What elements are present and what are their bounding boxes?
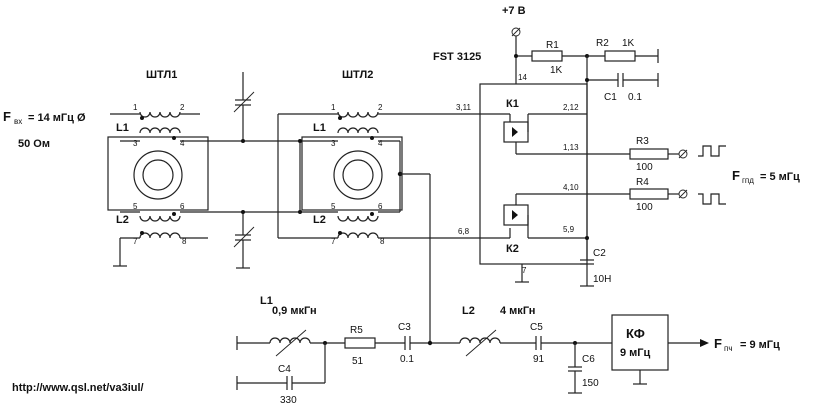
fin-main: F [3,109,11,124]
shtl2-pin-8: 8 [380,237,385,246]
fgpd-main: F [732,168,740,183]
r4-value: 100 [636,202,653,213]
r3-label: R3 [636,136,649,147]
r3-resistor [629,148,669,160]
transformer-shtl1: ШТЛ1 1 2 3 4 5 6 7 8 L1 L2 [107,69,300,267]
c5-label: C5 [530,322,543,333]
l1-bottom-label: L1 [260,295,273,307]
c3-value: 0.1 [400,354,414,365]
fout-sub: пч [724,344,733,353]
switch-k1-label: К1 [506,98,519,110]
r5-resistor [344,337,376,349]
r1-label: R1 [546,40,559,51]
shtl2-pin-4: 4 [378,139,383,148]
kf-label: КФ [626,326,645,341]
fin-sub: вх [14,117,22,126]
shtl1-label: ШТЛ1 [146,69,177,81]
fgpd-sub: гпд [742,176,754,185]
shtl2-toroid-inner [342,159,374,191]
l2-bottom-value: 4 мкГн [500,305,535,317]
lo-drive: R3 100 R4 100 F гпд = 5 мГц [587,136,800,213]
r5-value: 51 [352,356,364,367]
rf-input: F вх = 14 мГц Ø 50 Ом [3,109,86,150]
square-wave-1 [698,145,726,157]
chip-pin-14: 14 [518,73,527,82]
shtl2-core-frame [301,136,403,211]
c4-label: C4 [278,364,291,375]
c6-label: C6 [582,354,595,365]
square-wave-2 [698,193,726,205]
r2-value: 1K [622,38,635,49]
shtl2-l1-label: L1 [313,122,326,134]
c3-label: C3 [398,322,411,333]
supply-label: +7 В [502,5,526,17]
fst3125-chip: FST 3125 К1 К2 14 7 3,11 6,8 2,12 1,13 4… [433,51,588,283]
shtl2-pin-3: 3 [331,139,336,148]
shtl1-pin-6: 6 [180,202,185,211]
if-chain: L1 0,9 мкГн R5 51 C3 0.1 C4 330 L2 4 мкГ… [236,295,780,406]
c6-value: 150 [582,378,599,389]
r4-label: R4 [636,177,649,188]
chip-name: FST 3125 [433,51,481,63]
l1-bottom-coil [269,337,311,344]
shtl1-toroid-inner [142,159,174,191]
shtl2-l2-label: L2 [313,214,326,226]
chip-pin-3-11: 3,11 [456,103,472,112]
chip-pin-7: 7 [522,266,527,275]
transformer-shtl2: ШТЛ2 1 2 3 4 5 6 7 8 L1 L [241,69,480,343]
shtl1-pin-4: 4 [180,139,185,148]
c2-value: 10Н [593,274,611,285]
shtl2-label: ШТЛ2 [342,69,373,81]
shtl2-pin-5: 5 [331,202,336,211]
chip-pin-1-13: 1,13 [563,143,579,152]
chip-pin-2-12: 2,12 [563,103,579,112]
source-url: http://www.qsl.net/va3iul/ [12,382,144,394]
chip-pin-6-8: 6,8 [458,227,470,236]
output-arrow [700,339,709,347]
r2-label: R2 [596,38,609,49]
chip-pin-5-9: 5,9 [563,225,575,234]
shtl1-l2-label: L2 [116,214,129,226]
r5-label: R5 [350,325,363,336]
input-impedance: 50 Ом [18,138,50,150]
kf-filter-block [611,314,669,371]
power-bias: +7 В R1 1K R2 1K C1 0.1 C2 10Н [502,5,659,287]
shtl1-pin-1: 1 [133,103,138,112]
trimmer-caps [233,72,255,269]
shtl2-pin-2: 2 [378,103,383,112]
fgpd-value: = 5 мГц [760,171,800,183]
r1-resistor [531,50,563,62]
r2-resistor [604,50,636,62]
shtl1-core-frame [107,136,209,211]
r1-value: 1K [550,65,563,76]
shtl1-l1-label: L1 [116,122,129,134]
shtl2-pin-7: 7 [331,237,336,246]
kf-value: 9 мГц [620,347,651,359]
r3-value: 100 [636,162,653,173]
chip-pin-4-10: 4,10 [563,183,579,192]
shtl1-pin-7: 7 [133,237,138,246]
c2-label: C2 [593,248,606,259]
c1-value: 0.1 [628,92,642,103]
shtl2-toroid-outer [333,150,383,200]
switch-k2-label: К2 [506,243,519,255]
shtl2-pin-1: 1 [331,103,336,112]
shtl1-toroid-outer [133,150,183,200]
c4-value: 330 [280,395,297,406]
l2-bottom-coil [459,337,501,344]
shtl1-pin-5: 5 [133,202,138,211]
l1-bottom-value: 0,9 мкГн [272,305,317,317]
fin-value: = 14 мГц Ø [28,112,86,124]
shtl1-pin-8: 8 [182,237,187,246]
shtl1-pin-2: 2 [180,103,185,112]
c1-label: C1 [604,92,617,103]
l2-bottom-label: L2 [462,305,475,317]
fout-value: = 9 мГц [740,339,780,351]
r4-resistor [629,188,669,200]
c5-value: 91 [533,354,545,365]
shtl2-pin-6: 6 [378,202,383,211]
fout-main: F [714,336,722,351]
shtl1-pin-3: 3 [133,139,138,148]
